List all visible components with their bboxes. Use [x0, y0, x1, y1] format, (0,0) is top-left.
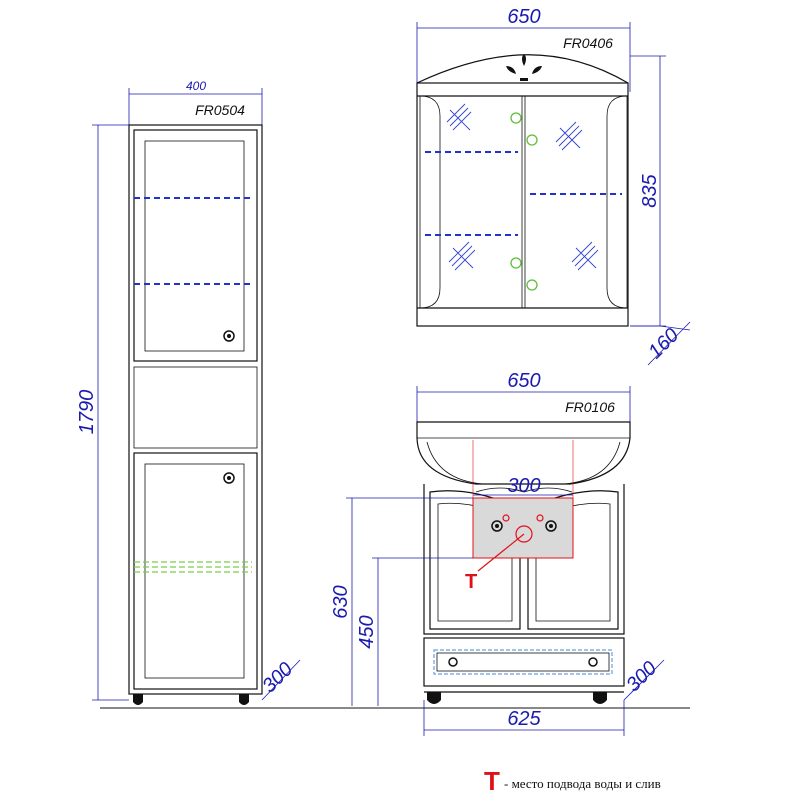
- door-bevel: [419, 95, 441, 309]
- height-label: 835: [639, 173, 661, 207]
- door-knob-center: [549, 524, 553, 528]
- drain-icon: [515, 525, 533, 543]
- drawer-knob: [588, 657, 598, 667]
- height-630-label: 630: [330, 585, 352, 618]
- width-label: 650: [507, 370, 540, 392]
- vanity-body: [423, 484, 625, 635]
- glass-reflection-icon: [446, 103, 599, 271]
- mirror-cabinet: 650 FR0406 835: [416, 6, 691, 366]
- inlet-width-label: 300: [507, 475, 540, 497]
- door-knob: [223, 472, 235, 484]
- right-door: [524, 95, 628, 309]
- drawer-panel: [436, 652, 610, 672]
- upper-door: [133, 129, 258, 362]
- water-inlet-icon: [536, 514, 544, 522]
- depth-dim-line: [261, 659, 301, 701]
- legend-marker: T: [484, 766, 500, 796]
- model-code: FR0406: [563, 35, 613, 51]
- depth-dim-line: [647, 321, 691, 366]
- tall-cabinet: 400 FR0504 1790 300: [76, 79, 301, 705]
- depth-dim-line: [623, 659, 665, 701]
- basin-curve: [563, 441, 621, 485]
- ornament-icon: [506, 54, 542, 81]
- door-knob-center: [227, 334, 231, 338]
- cabinet-body: [128, 124, 263, 695]
- left-door: [429, 490, 521, 630]
- cabinet-body: [416, 82, 629, 327]
- foot: [133, 694, 143, 705]
- open-niche: [133, 366, 258, 449]
- legend-text: - место подвода воды и слив: [504, 776, 661, 791]
- door-knob: [545, 520, 557, 532]
- door-knob-center: [495, 524, 499, 528]
- door-knob: [526, 134, 538, 146]
- vanity-unit: 650 FR0106 300 T: [330, 370, 665, 736]
- door-knob: [223, 330, 235, 342]
- door-knob: [510, 112, 522, 124]
- bottom-width-label: 625: [507, 708, 541, 730]
- legend: T - место подвода воды и слив: [484, 766, 661, 796]
- foot: [427, 692, 441, 704]
- door-knob: [510, 257, 522, 269]
- model-code: FR0106: [565, 399, 615, 415]
- t-leader-line: [477, 533, 525, 572]
- depth-label: 300: [258, 658, 297, 697]
- door-knob: [526, 279, 538, 291]
- width-label: 650: [507, 6, 540, 28]
- lower-panel: [144, 463, 245, 679]
- upper-glass: [144, 140, 245, 352]
- drawer-front: [433, 649, 613, 675]
- foot: [593, 692, 607, 704]
- water-inlet-icon: [502, 514, 510, 522]
- left-door: [419, 95, 523, 309]
- depth-dim-line: [659, 325, 691, 331]
- depth-label: 160: [644, 324, 683, 363]
- foot: [239, 694, 249, 705]
- drawer-knob: [448, 657, 458, 667]
- door-top-curve: [475, 487, 573, 493]
- width-label: 400: [186, 79, 206, 93]
- door-bevel: [606, 95, 628, 309]
- door-knob-center: [227, 476, 231, 480]
- basin: [416, 421, 631, 485]
- height-label: 1790: [76, 390, 98, 435]
- t-marker: T: [465, 571, 477, 593]
- depth-label: 300: [622, 657, 661, 696]
- arched-crown: [416, 54, 629, 84]
- door-knob: [491, 520, 503, 532]
- height-450-label: 450: [356, 615, 378, 648]
- basin-curve: [426, 441, 484, 485]
- right-door: [527, 490, 619, 630]
- model-code: FR0504: [195, 102, 245, 118]
- lower-door: [133, 452, 258, 690]
- inlet-zone: [472, 497, 574, 559]
- drawer: [423, 637, 625, 687]
